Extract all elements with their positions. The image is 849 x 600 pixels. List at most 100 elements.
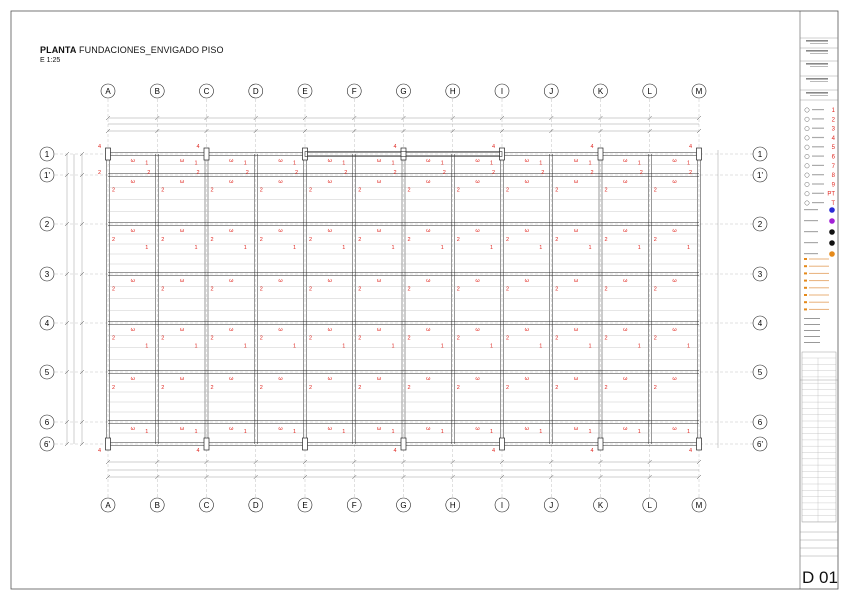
joist-mark: 2: [358, 385, 361, 391]
svg-text:F: F: [352, 87, 357, 96]
beam-mark: 1: [342, 429, 345, 435]
joist-symbol: ω: [377, 158, 382, 164]
joist-mark: 2: [260, 385, 263, 391]
svg-text:6: 6: [758, 418, 763, 427]
joist-symbol: ω: [525, 179, 530, 185]
svg-text:6: 6: [45, 418, 50, 427]
joist-symbol: ω: [672, 327, 677, 333]
joist-symbol: ω: [377, 228, 382, 234]
joist-mark: 2: [246, 170, 249, 176]
grid-bubble-col-I-bottom: I: [494, 497, 510, 513]
beam-mark: 1: [539, 344, 542, 350]
joist-mark: 2: [309, 336, 312, 342]
svg-text:L: L: [648, 501, 653, 510]
grid-bubble-col-C-bottom: C: [199, 497, 214, 513]
joist-symbol: ω: [574, 426, 579, 432]
legend-mark: 3: [832, 127, 836, 133]
joist-symbol: ω: [574, 228, 579, 234]
joist-symbol: ω: [574, 179, 579, 185]
joist-symbol: ω: [180, 426, 185, 432]
grid-bubble-col-F-top: F: [346, 83, 362, 99]
beam-mark: 1: [539, 161, 542, 167]
joist-symbol: ω: [475, 228, 480, 234]
legend-dot: [829, 207, 835, 213]
beam-mark: 1: [244, 429, 247, 435]
joist-symbol: ω: [525, 376, 530, 382]
joist-symbol: ω: [278, 179, 283, 185]
joist-mark: 2: [654, 287, 657, 293]
joist-mark: 2: [443, 170, 446, 176]
joist-mark: 2: [492, 170, 495, 176]
svg-text:B: B: [155, 87, 160, 96]
joist-mark: 2: [211, 188, 214, 194]
joist-symbol: ω: [180, 327, 185, 333]
svg-text:F: F: [352, 501, 357, 510]
joist-mark: 2: [408, 237, 411, 243]
joist-mark: 2: [605, 336, 608, 342]
joist-symbol: ω: [377, 426, 382, 432]
post: [499, 437, 505, 451]
edge-mark: 4: [394, 144, 397, 150]
joist-mark: 2: [408, 287, 411, 293]
joist-mark: 2: [605, 385, 608, 391]
joist-mark: 2: [408, 385, 411, 391]
joist-mark: 2: [605, 287, 608, 293]
grid-bubble-col-B-bottom: B: [149, 497, 165, 513]
joist-mark: 2: [640, 170, 643, 176]
joist-symbol: ω: [229, 278, 234, 284]
joist-mark: 2: [309, 188, 312, 194]
joist-symbol: ω: [623, 376, 628, 382]
edge-mark: 4: [197, 144, 200, 150]
beam-mark: 1: [244, 245, 247, 251]
beam-mark: 1: [293, 161, 296, 167]
svg-text:3: 3: [45, 270, 50, 279]
grid-bubble-row-2-left: 2: [39, 216, 55, 232]
grid-bubble-row-1-left: 1: [39, 146, 55, 162]
grid-bubble-row-6'-right: 6': [752, 436, 768, 452]
joist-symbol: ω: [475, 327, 480, 333]
joist-mark: 2: [555, 336, 558, 342]
legend-mark: 8: [832, 173, 836, 179]
joist-symbol: ω: [229, 179, 234, 185]
edge-mark: 4: [591, 448, 594, 454]
joist-mark: 2: [112, 188, 115, 194]
svg-text:D: D: [253, 501, 259, 510]
joist-symbol: ω: [328, 278, 333, 284]
beam-mark: 1: [145, 429, 148, 435]
joist-mark: 2: [161, 188, 164, 194]
joist-symbol: ω: [525, 278, 530, 284]
beam-mark: 1: [638, 429, 641, 435]
joist-mark: 2: [161, 336, 164, 342]
joist-mark: 2: [112, 336, 115, 342]
svg-text:E: E: [302, 87, 307, 96]
joist-symbol: ω: [426, 158, 431, 164]
beam-mark: 1: [490, 161, 493, 167]
svg-text:L: L: [648, 87, 653, 96]
joist-mark: 2: [654, 188, 657, 194]
grid-bubble-row-3-right: 3: [752, 266, 768, 282]
svg-text:K: K: [598, 87, 604, 96]
joist-mark: 2: [591, 170, 594, 176]
joist-symbol: ω: [328, 179, 333, 185]
beam-mark: 1: [342, 245, 345, 251]
grid-bubble-row-4-right: 4: [752, 315, 768, 331]
grid-bubble-row-2-right: 2: [752, 216, 768, 232]
edge-mark: 4: [689, 448, 692, 454]
beam-mark: 1: [589, 344, 592, 350]
joist-symbol: ω: [525, 158, 530, 164]
grid-bubble-col-L-top: L: [642, 83, 658, 99]
beam-mark: 1: [342, 344, 345, 350]
edge-mark: 4: [492, 448, 495, 454]
joist-symbol: ω: [525, 327, 530, 333]
joist-mark: 2: [654, 385, 657, 391]
legend-mark: 4: [832, 136, 836, 142]
joist-symbol: ω: [426, 327, 431, 333]
post: [203, 437, 210, 451]
beam-mark: 1: [589, 161, 592, 167]
grid-bubble-col-A-top: A: [100, 83, 116, 99]
legend-dot: [829, 218, 835, 224]
legend-mark: 1: [832, 108, 836, 114]
beam-mark: 1: [195, 245, 198, 251]
svg-text:6': 6': [44, 440, 50, 449]
